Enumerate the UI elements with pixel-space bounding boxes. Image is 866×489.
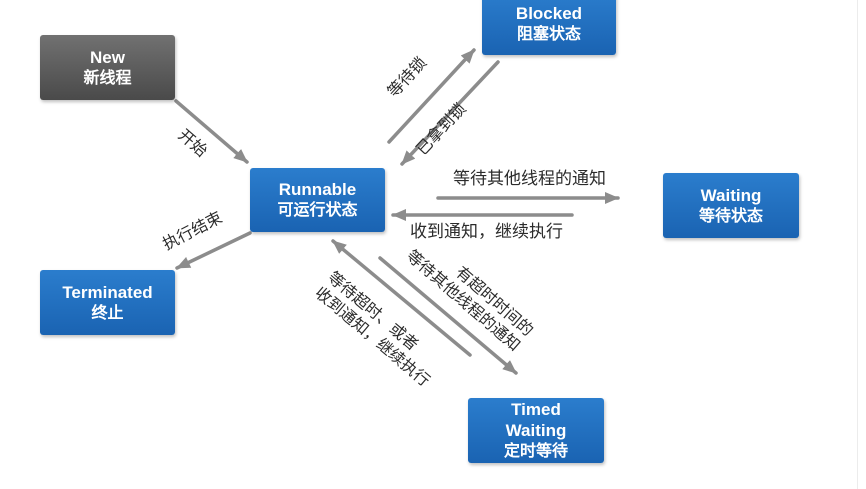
state-runnable-zh: 可运行状态 (277, 202, 358, 219)
state-new: New 新线程 (40, 35, 175, 100)
right-edge-divider (857, 0, 858, 489)
state-terminated-zh: 终止 (91, 304, 124, 322)
label-notified-continue: 收到通知，继续执行 (410, 222, 563, 241)
state-timed-waiting: Timed Waiting 定时等待 (468, 398, 604, 463)
arrow-timed-waiting-to-runnable (331, 239, 472, 357)
arrow-blocked-to-runnable (400, 60, 500, 166)
state-waiting-en: Waiting (700, 185, 762, 205)
state-runnable-en: Runnable (278, 180, 357, 199)
state-new-en: New (90, 47, 125, 67)
state-waiting-zh: 等待状态 (698, 207, 763, 225)
state-timed-waiting-en-1: Timed (511, 400, 561, 419)
state-waiting: Waiting 等待状态 (663, 173, 799, 238)
label-wait-notify: 等待其他线程的通知 (453, 169, 606, 188)
state-terminated: Terminated 终止 (40, 270, 175, 335)
arrow-runnable-to-timed-waiting (378, 256, 518, 375)
arrow-runnable-to-terminated (175, 231, 252, 270)
arrow-runnable-to-blocked (387, 48, 476, 144)
state-timed-waiting-en-2: Waiting (505, 421, 567, 440)
state-blocked-en: Blocked (515, 3, 583, 23)
arrow-new-to-runnable (174, 99, 249, 164)
state-terminated-en: Terminated (62, 282, 153, 302)
state-new-zh: 新线程 (83, 69, 132, 87)
state-blocked-zh: 阻塞状态 (516, 25, 581, 43)
state-timed-waiting-zh: 定时等待 (503, 443, 568, 460)
state-runnable: Runnable 可运行状态 (250, 168, 385, 232)
state-blocked: Blocked 阻塞状态 (482, 0, 616, 55)
